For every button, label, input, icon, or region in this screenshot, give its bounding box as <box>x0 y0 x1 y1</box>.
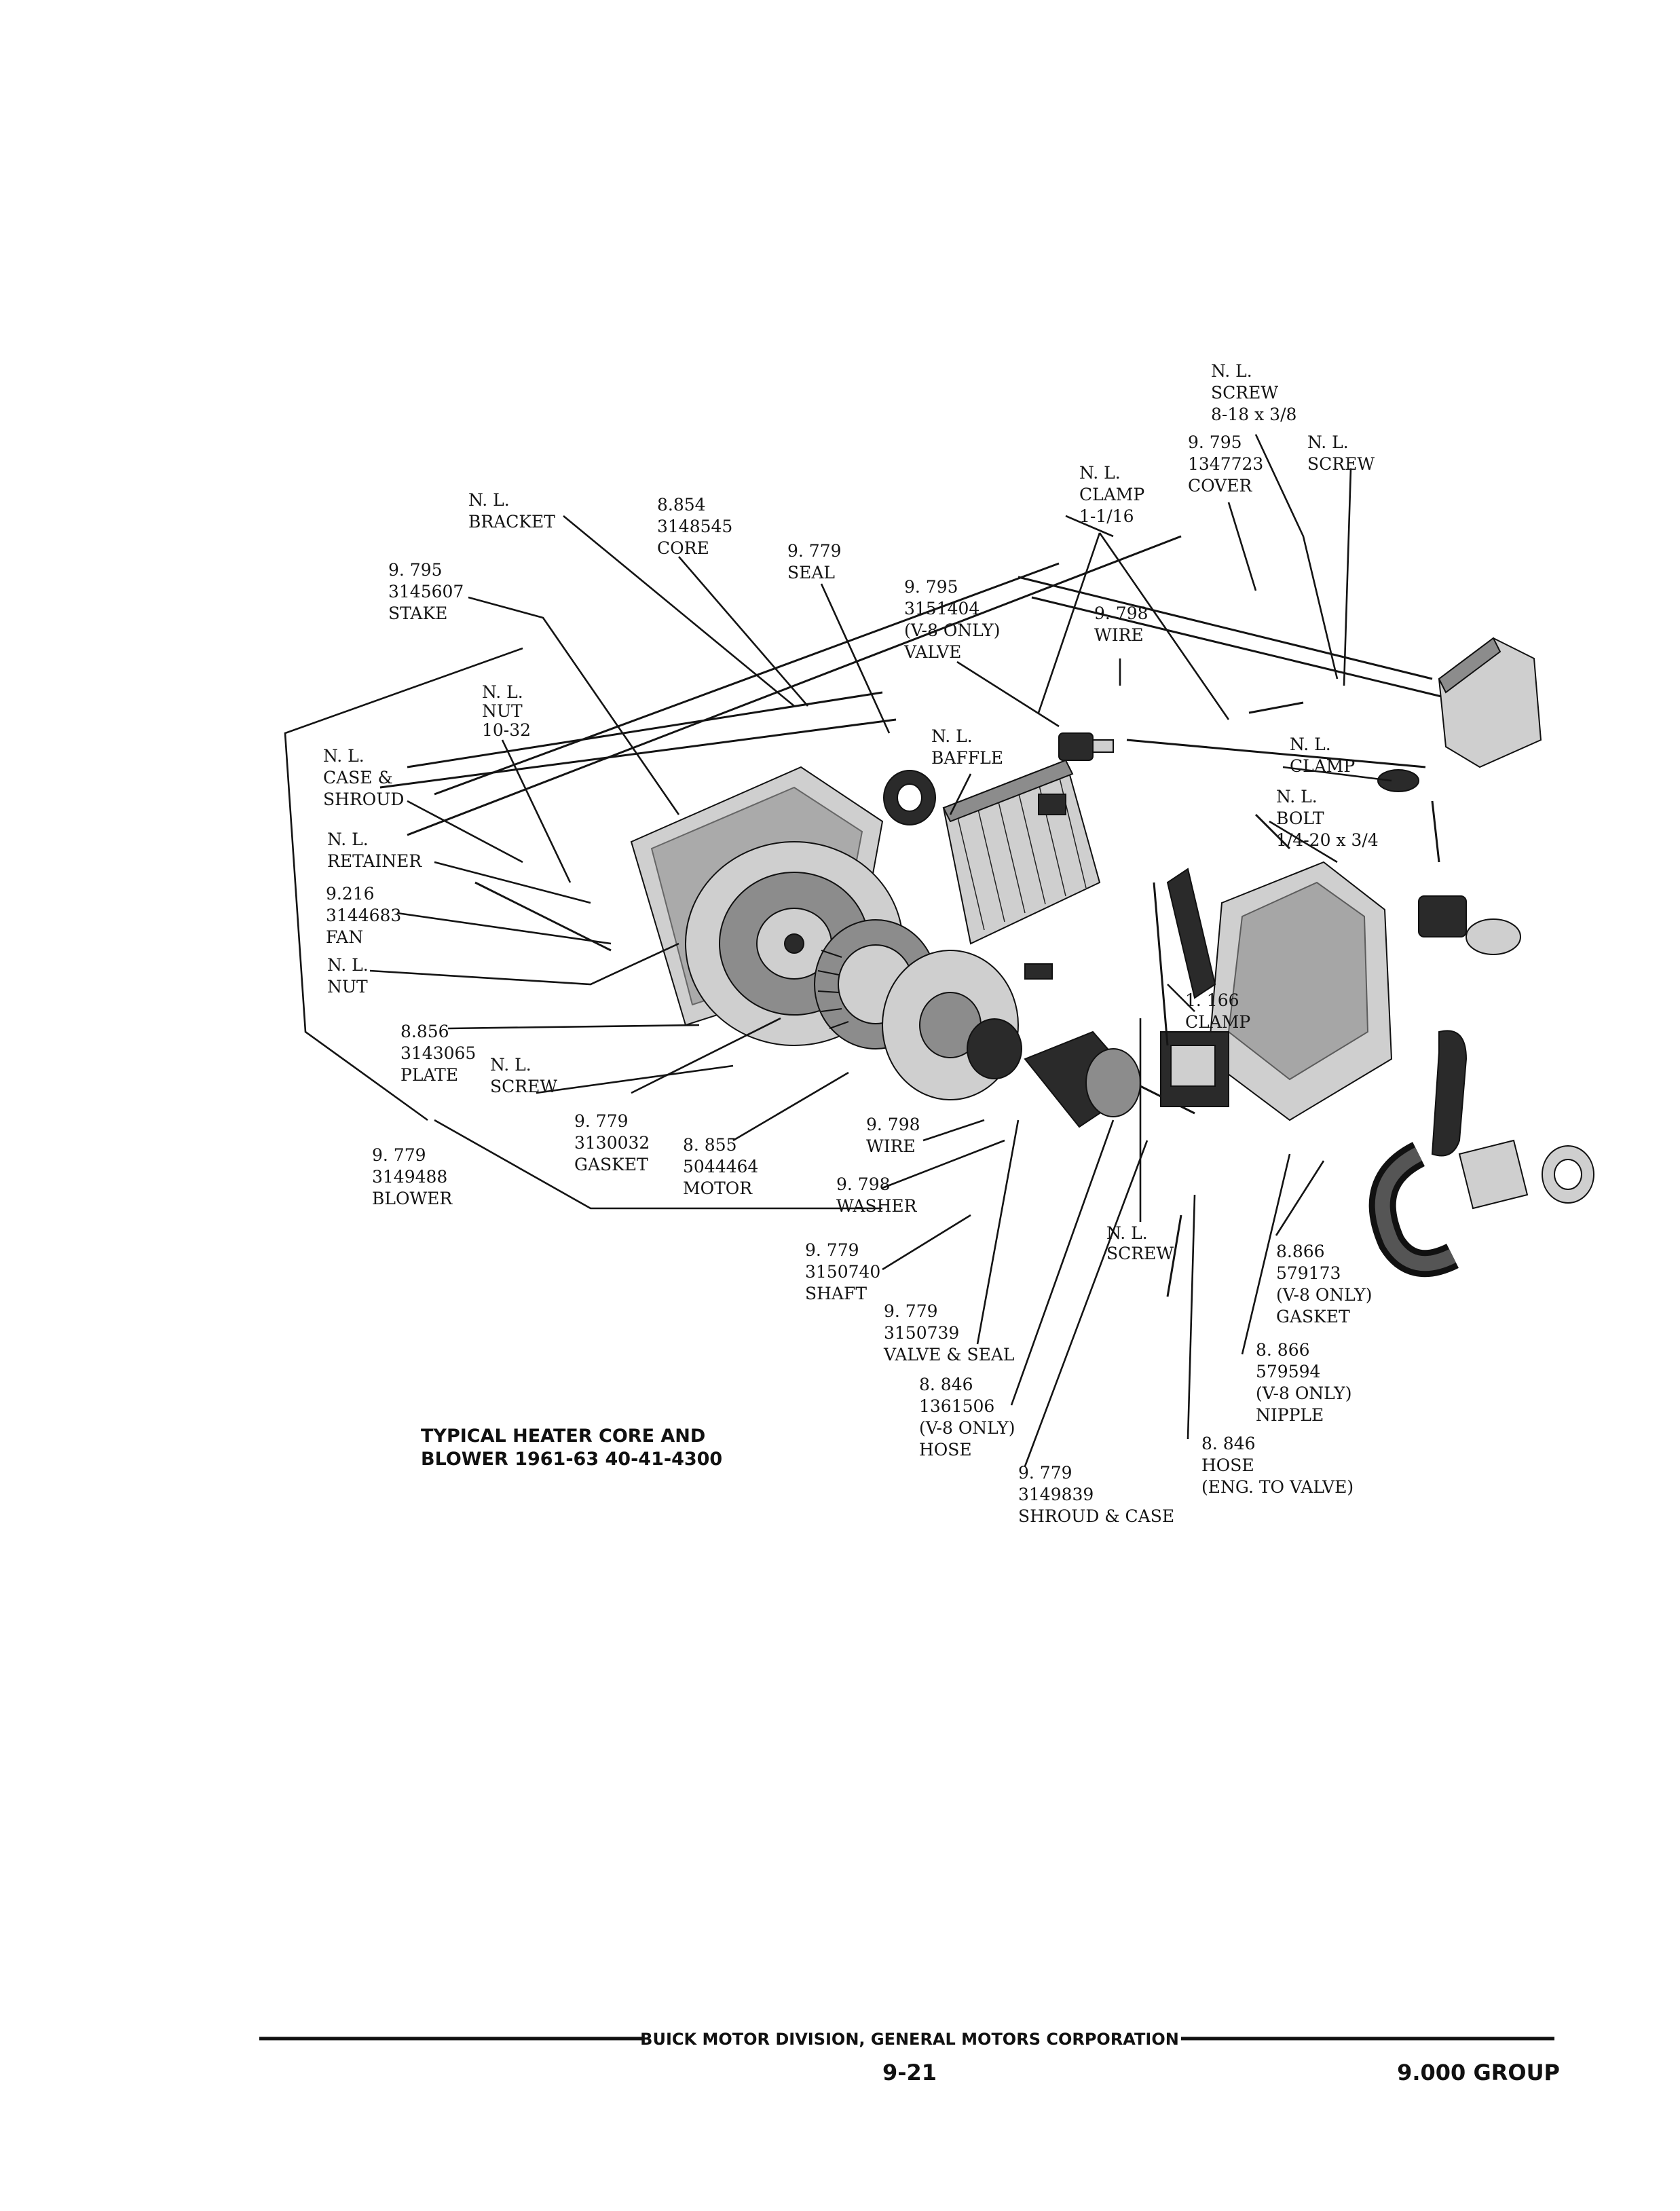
part-callouts: N. L. SCREW 8-18 x 3/8 9. 795 1347723 CO… <box>323 361 1379 1526</box>
footer-page-number: 9-21 <box>882 2060 937 2085</box>
callout-screw-8-18: N. L. SCREW 8-18 x 3/8 <box>1211 361 1296 424</box>
heater-core-drawing <box>942 759 1101 980</box>
callout-clamp-right: N. L. CLAMP <box>1290 735 1355 776</box>
cover-drawing <box>1438 637 1542 768</box>
callout-valve-seal: 9. 779 3150739 VALVE & SEAL <box>883 1301 1015 1364</box>
callout-screw-bottom: N. L. SCREW <box>1106 1223 1174 1263</box>
callout-clamp-1-1-16: N. L. CLAMP 1-1/16 <box>1079 463 1150 526</box>
callout-case-shroud: N. L. CASE & SHROUD <box>323 746 404 809</box>
callout-nut: N. L. NUT <box>327 955 374 997</box>
valve-drawing <box>1058 732 1114 761</box>
callout-core: 8.854 3148545 CORE <box>657 495 738 558</box>
callout-washer: 9. 798 WASHER <box>836 1174 918 1216</box>
shaft-drawing <box>1153 701 1304 1297</box>
callout-wire-mid: 9. 798 WIRE <box>866 1115 925 1156</box>
seal-drawing <box>883 770 936 825</box>
callout-retainer: N. L. RETAINER <box>327 830 422 871</box>
callout-nipple: 8. 866 579594 (V-8 ONLY) NIPPLE <box>1256 1340 1357 1425</box>
callout-screw-left: N. L. SCREW <box>490 1055 557 1096</box>
callout-shaft: 9. 779 3150740 SHAFT <box>805 1240 886 1303</box>
exploded-parts-illustration <box>379 535 1594 1297</box>
callout-hose-left: 8. 846 1361506 (V-8 ONLY) HOSE <box>919 1375 1020 1460</box>
callout-leader-lines <box>284 434 1392 1467</box>
callout-gasket-left: 9. 779 3130032 GASKET <box>574 1111 655 1174</box>
case-shroud-drawing <box>1160 861 1393 1121</box>
callout-motor: 8. 855 5044464 MOTOR <box>683 1135 764 1198</box>
cowl-perspective-lines <box>379 535 1453 952</box>
footer-group: 9.000 GROUP <box>1397 2060 1560 2085</box>
callout-valve: 9. 795 3151404 (V-8 ONLY) VALVE <box>903 577 1005 662</box>
footer-division: BUICK MOTOR DIVISION, GENERAL MOTORS COR… <box>640 2030 1179 2049</box>
callout-hose-right: 8. 846 HOSE (ENG. TO VALVE) <box>1201 1434 1354 1497</box>
diagram-caption: TYPICAL HEATER CORE AND BLOWER 1961-63 4… <box>421 1426 722 1470</box>
callout-shroud-case: 9. 779 3149839 SHROUD & CASE <box>1018 1463 1174 1526</box>
callout-bracket: N. L. BRACKET <box>468 490 555 532</box>
callout-nut-10-32: N. L. NUT 10-32 <box>482 682 531 740</box>
callout-seal: 9. 779 SEAL <box>787 541 846 582</box>
callout-fan: 9.216 3144683 FAN <box>326 884 407 947</box>
callout-baffle: N. L. BAFFLE <box>931 726 1003 768</box>
callout-wire-top: 9. 798 WIRE <box>1094 603 1153 645</box>
right-fittings-drawing <box>1368 769 1594 1278</box>
callout-blower: 9. 779 3149488 BLOWER <box>372 1145 453 1208</box>
callout-clamp-166: 1. 166 CLAMP <box>1185 990 1250 1032</box>
callout-stake: 9. 795 3145607 STAKE <box>388 560 469 623</box>
callout-plate: 8.856 3143065 PLATE <box>400 1022 481 1085</box>
motor-plate-drawing <box>882 950 1022 1100</box>
callout-bolt: N. L. BOLT 1/4-20 x 3/4 <box>1276 787 1379 850</box>
callout-gasket-right: 8.866 579173 (V-8 ONLY) GASKET <box>1276 1242 1377 1326</box>
callout-screw-top: N. L. SCREW <box>1307 432 1375 474</box>
page-footer: BUICK MOTOR DIVISION, GENERAL MOTORS COR… <box>259 2030 1560 2085</box>
callout-cover: 9. 795 1347723 COVER <box>1188 432 1269 496</box>
